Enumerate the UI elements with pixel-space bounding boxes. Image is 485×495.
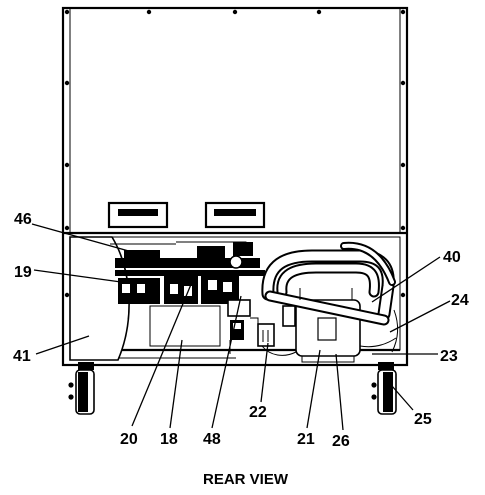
callout-23: 23 — [440, 348, 458, 365]
capacitor — [250, 317, 275, 347]
callout-26: 26 — [332, 433, 350, 450]
callout-18: 18 — [160, 431, 178, 448]
data-plate-right — [204, 201, 266, 229]
data-plate-left — [107, 201, 169, 229]
callout-20: 20 — [120, 431, 138, 448]
condenser-coil — [261, 241, 396, 326]
caster-right — [371, 362, 397, 415]
panel-screws — [64, 9, 406, 298]
callout-46: 46 — [14, 211, 32, 228]
wiring — [110, 241, 399, 356]
electrical-box — [149, 305, 221, 347]
cabinet-body — [61, 6, 409, 367]
callout-25: 25 — [414, 411, 432, 428]
callout-19: 19 — [14, 264, 32, 281]
caster-left — [68, 362, 95, 415]
callout-22: 22 — [249, 404, 267, 421]
callout-21: 21 — [297, 431, 315, 448]
view-caption: REAR VIEW — [203, 471, 289, 488]
leader-lines — [31, 223, 451, 431]
callout-41: 41 — [13, 348, 31, 365]
control-components — [115, 242, 265, 354]
callout-48: 48 — [203, 431, 221, 448]
callout-40: 40 — [443, 249, 461, 266]
callout-24: 24 — [451, 292, 469, 309]
